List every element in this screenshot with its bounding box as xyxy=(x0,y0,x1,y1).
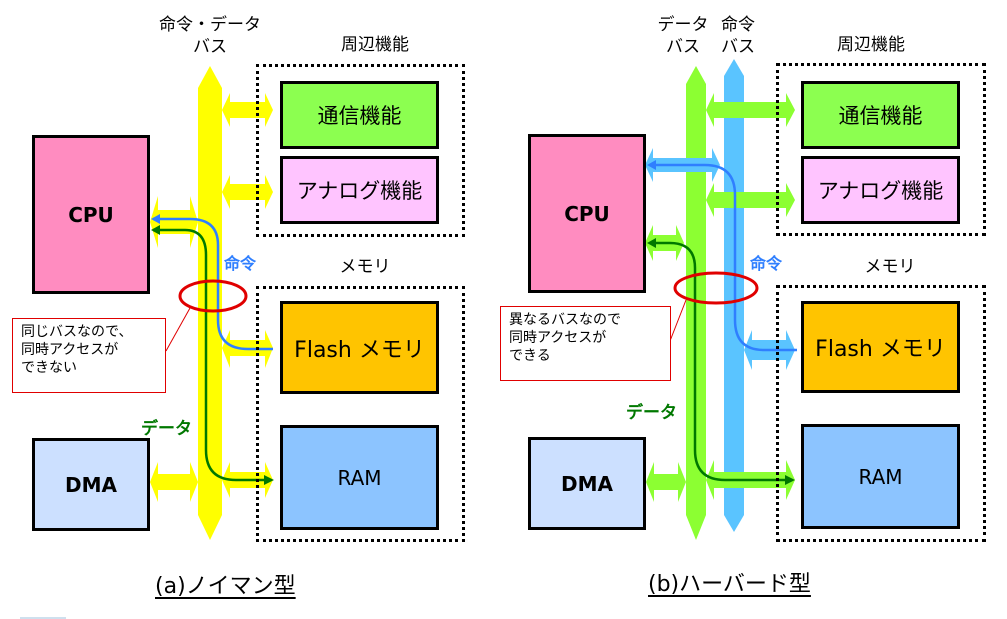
left-memory-group xyxy=(256,286,465,542)
left-contention-ellipse xyxy=(178,279,248,313)
right-data-path xyxy=(650,241,790,482)
right-instruction-path xyxy=(650,163,797,352)
right-data-tag: データ xyxy=(626,403,677,423)
left-ram-block: RAM xyxy=(280,425,439,530)
left-arrow-comm xyxy=(222,93,273,127)
left-instruction-tag: 命令 xyxy=(224,254,257,273)
left-peripheral-group xyxy=(256,64,465,237)
left-data-arrowhead-ram xyxy=(264,475,274,485)
left-cpu-label: CPU xyxy=(68,202,114,227)
left-dma-block: DMA xyxy=(32,438,150,531)
left-cpu-block: CPU xyxy=(32,135,150,294)
right-data-arrowhead-ram xyxy=(785,475,795,485)
right-arrow-dma xyxy=(646,462,686,502)
right-instruction-bus-label: 命令 バス xyxy=(721,15,755,57)
right-cpu-block: CPU xyxy=(528,134,646,293)
left-arrow-dma xyxy=(150,462,198,502)
right-memory-group xyxy=(776,285,986,542)
left-shared-bus xyxy=(198,66,222,540)
right-flash-block: Flash メモリ xyxy=(801,301,960,393)
left-instruction-arrowhead xyxy=(151,214,160,224)
right-instruction-tag: 命令 xyxy=(750,254,783,273)
left-data-path xyxy=(153,228,268,482)
right-flash-label: Flash メモリ xyxy=(815,337,946,362)
left-flash-label: Flash メモリ xyxy=(294,337,425,363)
right-peripheral-group-label: 周辺機能 xyxy=(837,35,905,55)
left-data-arrowhead-cpu xyxy=(151,225,160,235)
right-dma-label: DMA xyxy=(561,471,613,496)
left-comm-block: 通信機能 xyxy=(280,81,439,149)
left-flash-block: Flash メモリ xyxy=(280,301,439,394)
right-ram-block: RAM xyxy=(801,424,960,529)
right-comm-block: 通信機能 xyxy=(801,81,960,149)
right-callout: 異なるバスなので 同時アクセスが できる xyxy=(500,306,671,381)
left-comm-label: 通信機能 xyxy=(317,104,402,128)
right-ram-label: RAM xyxy=(858,464,903,489)
right-comm-label: 通信機能 xyxy=(838,104,923,128)
left-arrow-cpu xyxy=(150,196,198,248)
right-callout-leader xyxy=(669,299,687,342)
left-memory-group-label: メモリ xyxy=(339,257,391,277)
right-analog-label: アナログ機能 xyxy=(817,179,944,203)
right-caption: (b)ハーバード型 xyxy=(648,572,811,597)
left-ram-label: RAM xyxy=(337,465,382,490)
right-data-bus-label: データ バス xyxy=(657,15,709,57)
left-peripheral-group-label: 周辺機能 xyxy=(341,35,409,55)
left-bus-label: 命令・データ バス xyxy=(159,15,261,57)
left-dma-label: DMA xyxy=(65,472,117,497)
right-peripheral-group xyxy=(776,63,986,236)
left-callout: 同じバスなので、 同時アクセスが できない xyxy=(12,318,166,393)
left-callout-leader xyxy=(165,307,191,352)
right-analog-block: アナログ機能 xyxy=(801,156,960,224)
right-no-contention-ellipse xyxy=(673,271,759,305)
right-instruction-arrowhead xyxy=(647,160,656,170)
right-dma-block: DMA xyxy=(528,437,646,530)
right-arrow-comm xyxy=(706,93,795,127)
right-arrow-analog xyxy=(706,183,795,217)
left-analog-label: アナログ機能 xyxy=(296,179,423,203)
left-data-tag: データ xyxy=(141,419,192,439)
right-memory-group-label: メモリ xyxy=(864,257,916,277)
right-cpu-label: CPU xyxy=(564,201,610,226)
left-analog-block: アナログ機能 xyxy=(280,156,439,224)
decorative-line xyxy=(20,617,66,619)
left-arrow-analog xyxy=(222,175,273,209)
left-caption: (a)ノイマン型 xyxy=(155,574,296,599)
right-data-arrowhead-cpu xyxy=(647,238,656,248)
